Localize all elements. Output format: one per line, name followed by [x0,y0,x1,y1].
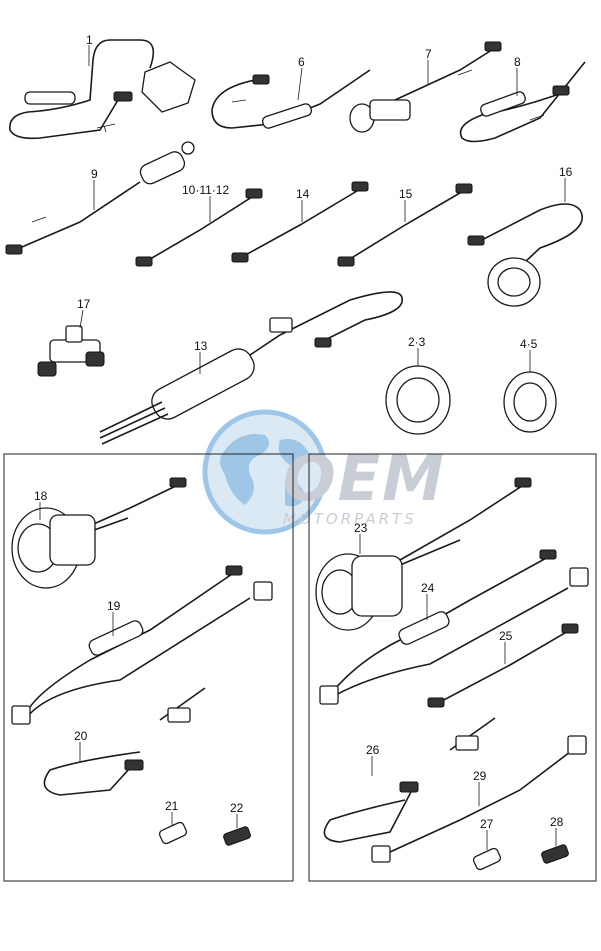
right-group-box [308,453,597,882]
part-9-cable [5,141,195,255]
part-14-cable [231,181,369,263]
label-part-17: 17 [77,297,91,311]
part-16-sensor [467,203,583,307]
watermark-sub: MOTORPARTS [283,510,417,528]
label-part-2-3: 2·3 [408,335,426,349]
globe-continents [220,434,310,507]
label-part-28: 28 [550,815,564,829]
part-25-cable [427,623,579,708]
label-part-1: 1 [86,33,93,47]
label-part-24: 24 [421,581,435,595]
label-part-4-5: 4·5 [520,337,538,351]
label-part-20: 20 [74,729,88,743]
part-27-connector [472,847,502,871]
label-part-10-11-12: 10·11·12 [182,183,229,197]
watermark-brand: OEM [283,442,446,515]
label-part-7: 7 [425,47,432,61]
part-26-cable [323,717,496,843]
part-29-cable [371,735,587,863]
part-20-cable [43,687,206,796]
part-19-harness [11,565,273,725]
label-part-13: 13 [194,339,208,353]
part-28-connector [541,844,569,864]
label-part-6: 6 [298,55,305,69]
part-15-cable [337,183,473,267]
label-part-18: 18 [34,489,48,503]
label-part-29: 29 [473,769,487,783]
label-part-9: 9 [91,167,98,181]
part-21-connector [158,821,188,845]
part-22-connector [223,826,251,846]
part-7-transducer [349,41,502,133]
label-part-22: 22 [230,801,244,815]
label-part-25: 25 [499,629,513,643]
label-part-14: 14 [296,187,310,201]
part-17-tee-connector [37,325,105,377]
part-4-5-bezel [503,371,557,433]
part-2-3-bezel [385,365,451,435]
label-part-21: 21 [165,799,179,813]
label-part-26: 26 [366,743,380,757]
part-24-harness [319,549,589,705]
part-13-harness [99,291,403,445]
part-23-sensor [315,477,532,631]
part-8-cable [459,61,586,143]
label-part-8: 8 [514,55,521,69]
part-6-cable [211,69,371,129]
label-part-19: 19 [107,599,121,613]
label-part-15: 15 [399,187,413,201]
label-part-27: 27 [480,817,494,831]
part-10-11-12-cable [135,188,263,267]
label-part-16: 16 [559,165,573,179]
part-1-cable [9,39,196,140]
left-group-box [3,453,294,882]
label-part-23: 23 [354,521,368,535]
part-18-sensor [11,477,187,589]
